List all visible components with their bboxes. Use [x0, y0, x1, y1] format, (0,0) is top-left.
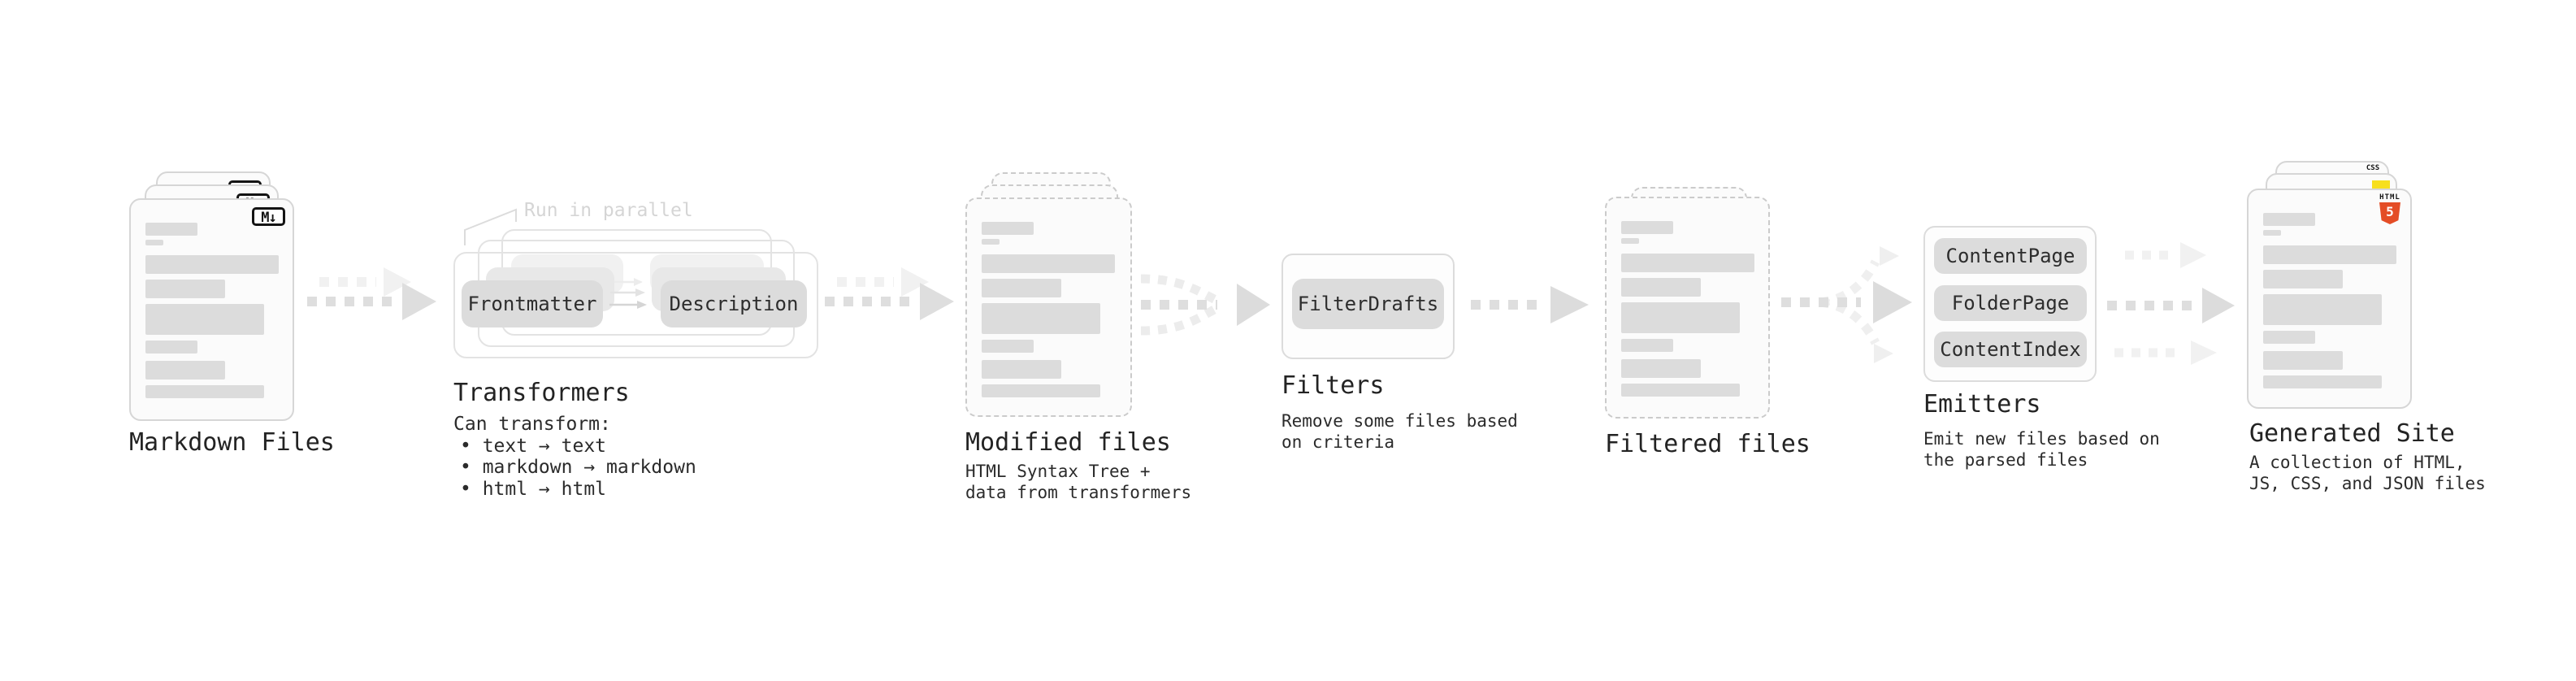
text-placeholder-bar: [145, 240, 163, 245]
text-placeholder-bar: [145, 340, 197, 354]
text-placeholder-bar: [1621, 302, 1740, 333]
folder-page-chip: FolderPage: [1934, 285, 2087, 321]
modified-file-card-front: [965, 197, 1132, 417]
transformers-bullet: • html → html: [460, 479, 607, 500]
filters-heading: Filters: [1281, 371, 1385, 400]
transformers-bullet: • text → text: [460, 436, 607, 457]
text-placeholder-bar: [2263, 270, 2343, 288]
text-placeholder-bar: [1621, 238, 1639, 244]
text-placeholder-bar: [982, 340, 1034, 353]
document-skeleton: [1621, 221, 1754, 397]
text-placeholder-bar: [145, 361, 225, 380]
emitters-desc: the parsed files: [1923, 450, 2088, 470]
document-skeleton: [2263, 213, 2396, 388]
filtered-files-label: Filtered files: [1605, 430, 1811, 458]
text-placeholder-bar: [2263, 230, 2281, 236]
modified-files-label: Modified files: [965, 428, 1171, 457]
markdown-logo-icon: M↓: [252, 207, 285, 226]
text-placeholder-bar: [2263, 351, 2343, 370]
markdown-files-label: Markdown Files: [129, 428, 335, 457]
text-placeholder-bar: [982, 239, 1000, 245]
document-skeleton: [982, 222, 1115, 397]
generated-site-desc: A collection of HTML,: [2249, 453, 2465, 472]
text-placeholder-bar: [145, 304, 264, 335]
transformers-bullet: • markdown → markdown: [460, 457, 696, 478]
flow-arrow-transformers-to-modified: [822, 260, 956, 327]
filtered-file-card-front: [1605, 197, 1770, 419]
text-placeholder-bar: [982, 279, 1061, 297]
frontmatter-chip: Frontmatter: [462, 280, 603, 327]
flow-arrow-modified-to-filters: [1136, 268, 1274, 349]
flow-arrow-filtered-to-emitters: [1778, 244, 1915, 371]
text-placeholder-bar: [145, 280, 225, 298]
text-placeholder-bar: [1621, 359, 1701, 378]
text-placeholder-bar: [982, 254, 1115, 273]
filters-desc: on criteria: [1281, 432, 1395, 452]
flow-arrow-markdown-to-transformers: [305, 260, 439, 327]
filters-desc: Remove some files based: [1281, 411, 1518, 431]
text-placeholder-bar: [982, 384, 1100, 397]
text-placeholder-bar: [1621, 339, 1673, 352]
generated-site-desc: JS, CSS, and JSON files: [2249, 474, 2486, 493]
text-placeholder-bar: [145, 223, 197, 236]
text-placeholder-bar: [2263, 213, 2315, 226]
run-in-parallel-leader-line: [459, 193, 524, 254]
transformers-desc-title: Can transform:: [453, 414, 611, 435]
text-placeholder-bar: [2263, 245, 2396, 264]
content-page-chip: ContentPage: [1934, 238, 2087, 274]
markdown-file-card-front: M↓: [129, 198, 294, 421]
js-logo-icon: [2372, 180, 2390, 189]
filter-drafts-chip: FilterDrafts: [1292, 279, 1444, 329]
transformer-run-outline-front: [453, 252, 818, 358]
emitters-desc: Emit new files based on: [1923, 429, 2160, 449]
html5-logo-icon: HTML 5: [2378, 193, 2402, 224]
modified-files-desc: HTML Syntax Tree +: [965, 462, 1151, 481]
text-placeholder-bar: [982, 303, 1100, 334]
text-placeholder-bar: [2263, 294, 2382, 325]
chip-to-chip-arrows: [605, 273, 652, 317]
generated-html-file-card: HTML 5: [2247, 189, 2412, 409]
text-placeholder-bar: [1621, 278, 1701, 297]
flow-arrow-filters-to-filtered: [1465, 276, 1591, 336]
flow-arrow-emitters-to-generated: [2103, 237, 2241, 375]
text-placeholder-bar: [2263, 331, 2315, 344]
run-in-parallel-note: Run in parallel: [524, 200, 693, 221]
text-placeholder-bar: [2263, 375, 2382, 388]
text-placeholder-bar: [1621, 384, 1740, 397]
text-placeholder-bar: [1621, 221, 1673, 234]
text-placeholder-bar: [145, 255, 279, 274]
emitters-heading: Emitters: [1923, 390, 2041, 419]
content-index-chip: ContentIndex: [1934, 332, 2087, 367]
transformers-heading: Transformers: [453, 379, 630, 407]
text-placeholder-bar: [982, 222, 1034, 235]
generated-site-label: Generated Site: [2249, 419, 2455, 448]
modified-files-desc: data from transformers: [965, 483, 1192, 502]
document-skeleton: [145, 223, 279, 398]
text-placeholder-bar: [982, 360, 1061, 379]
description-chip: Description: [661, 280, 807, 327]
text-placeholder-bar: [145, 385, 264, 398]
text-placeholder-bar: [1621, 254, 1754, 272]
